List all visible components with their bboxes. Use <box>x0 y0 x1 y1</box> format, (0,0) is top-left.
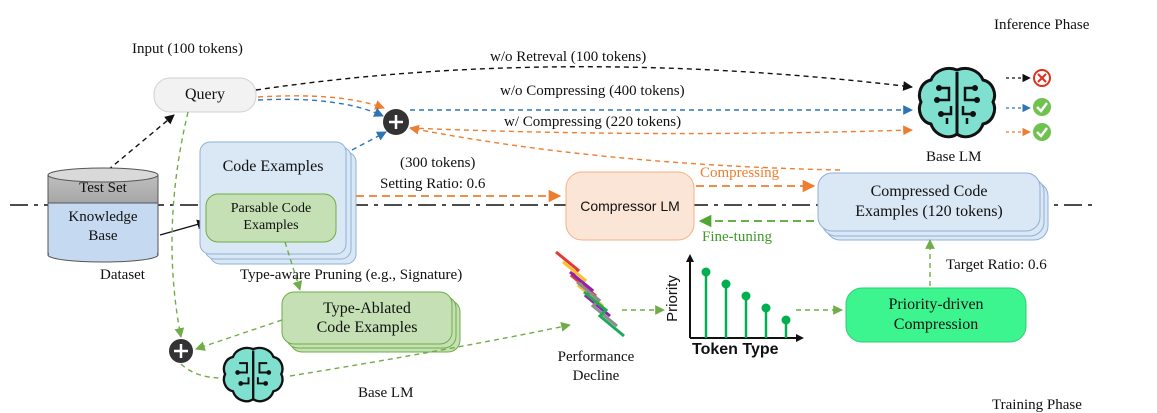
arrow-compressed-back <box>409 124 841 171</box>
priority-dot <box>701 267 711 277</box>
arrow-dataset-to-query <box>107 114 175 171</box>
base-lm-label: Base LM <box>926 149 982 165</box>
type-ablated-line2: Code Examples <box>316 319 418 336</box>
priority-driven-line1: Priority-driven <box>888 296 984 313</box>
type-ablated-label: Type-Ablated Code Examples <box>282 292 452 344</box>
query-label: Query <box>185 86 225 103</box>
parsable-line2: Examples <box>243 218 299 233</box>
arrow-ablated-to-plus <box>195 319 283 351</box>
arrow-query-orange <box>257 95 385 110</box>
test-set-label: Test Set <box>79 179 127 196</box>
priority-dot <box>741 291 751 301</box>
plus-circle-top <box>383 109 409 135</box>
wo-compressing-label: w/o Compressing (400 tokens) <box>500 83 685 99</box>
compressed-label: Compressed Code Examples (120 tokens) <box>818 173 1040 231</box>
arrow-dataset-to-code <box>159 219 207 236</box>
type-ablated-line1: Type-Ablated <box>323 299 411 317</box>
code-examples-title: Code Examples <box>222 158 324 175</box>
arrow-plus-to-brain <box>180 363 223 379</box>
performance-decline-label: Performance Decline <box>536 346 656 388</box>
arrow-code-to-plus <box>351 131 387 151</box>
compressed-box <box>817 172 1041 232</box>
compressor-lm-box <box>565 171 695 241</box>
input-label: Input (100 tokens) <box>132 41 243 57</box>
priority-dot <box>761 303 771 313</box>
priority-chart <box>686 254 804 342</box>
base-lm-training-label: Base LM <box>358 385 414 401</box>
priority-axis-label: Priority <box>663 275 681 322</box>
result-arrows <box>1006 73 1031 137</box>
cross-icon <box>1033 69 1051 87</box>
training-phase-label: Training Phase <box>992 397 1082 413</box>
knowledge-base-line1: Knowledge <box>68 209 138 226</box>
arrow-w-compressing <box>409 125 913 136</box>
w-compressing-label: w/ Compressing (220 tokens) <box>504 114 682 130</box>
arrow-query-blue <box>257 98 384 117</box>
arrow-brain-to-decline <box>289 322 571 377</box>
compressing-label: Compressing <box>700 165 780 181</box>
priority-driven-line2: Compression <box>893 316 979 333</box>
fine-tuning-label: Fine-tuning <box>702 229 772 245</box>
performance-decline-icon <box>555 250 625 338</box>
inference-phase-label: Inference Phase <box>994 17 1090 33</box>
priority-dot <box>781 315 791 325</box>
brain-icon-training <box>222 346 284 403</box>
query-box <box>153 77 257 113</box>
check-icon-2 <box>1033 123 1051 141</box>
type-aware-pruning-label: Type-aware Pruning (e.g., Signature) <box>240 267 463 283</box>
brain-icon <box>917 66 997 139</box>
priority-dot <box>721 279 731 289</box>
tokens-300-label: (300 tokens) <box>400 155 476 171</box>
compressed-line2: Examples (120 tokens) <box>855 203 1003 220</box>
compressor-lm-label: Compressor LM <box>580 198 680 214</box>
arrow-wo-retrieval <box>255 66 913 91</box>
priority-driven-label: Priority-driven Compression <box>846 288 1026 342</box>
check-icon-1 <box>1033 98 1051 116</box>
setting-ratio-label: Setting Ratio: 0.6 <box>380 176 486 192</box>
parsable-line1: Parsable Code <box>230 201 312 217</box>
knowledge-base-label: Knowledge Base <box>48 204 158 250</box>
parsable-code-box <box>205 193 337 243</box>
target-ratio-label: Target Ratio: 0.6 <box>946 257 1047 273</box>
token-type-axis-label: Token Type <box>692 341 779 358</box>
knowledge-base-line2: Base <box>88 228 118 244</box>
dataset-label: Dataset <box>100 267 145 283</box>
compressed-line1: Compressed Code <box>870 183 988 200</box>
plus-circle-bottom <box>169 339 193 363</box>
parsable-code-label: Parsable Code Examples <box>206 194 336 242</box>
priority-driven-box <box>845 287 1027 343</box>
dataset-cylinder <box>47 167 159 263</box>
performance-line1: Performance <box>557 348 635 365</box>
arrow-query-to-plus-bottom <box>171 111 189 338</box>
wo-retrieval-label: w/o Retreval (100 tokens) <box>490 49 647 65</box>
type-ablated-box <box>281 291 453 345</box>
performance-line2: Decline <box>572 368 620 384</box>
